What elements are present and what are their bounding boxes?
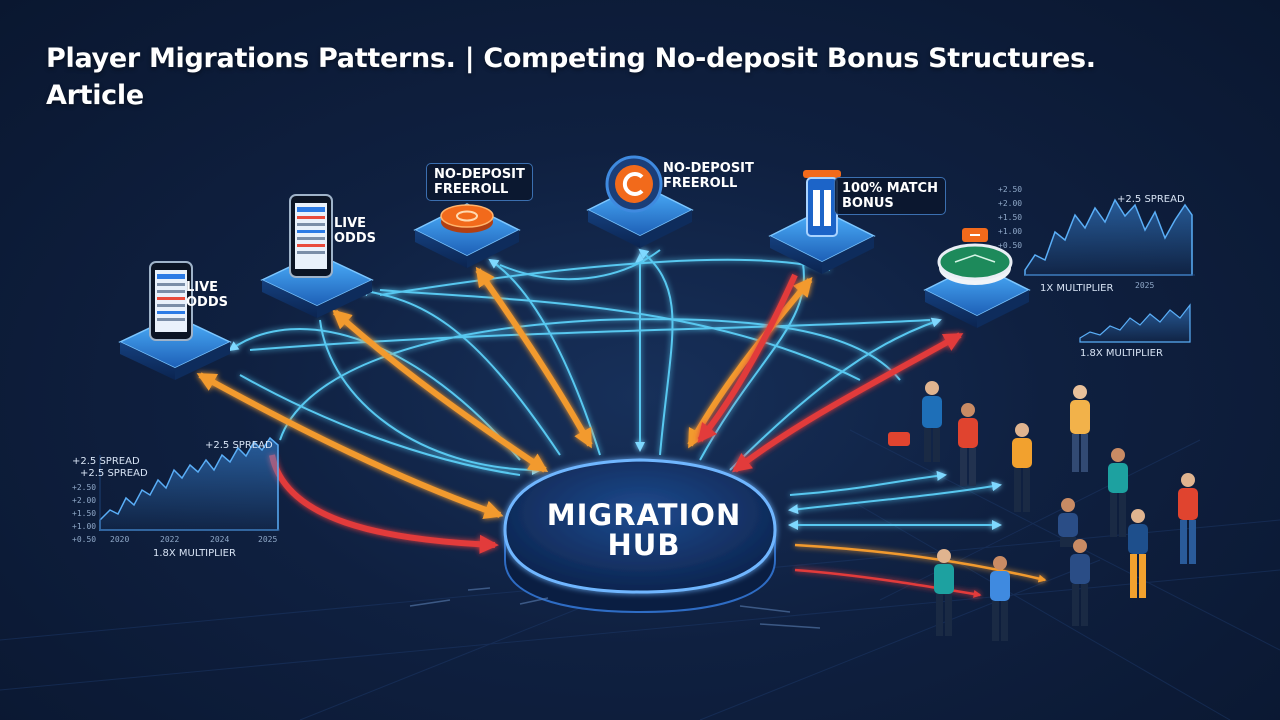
flow-arrows-red xyxy=(269,273,982,598)
flow-arrows-orange xyxy=(196,266,1047,583)
platform-label-live-odds-2: LIVE ODDS xyxy=(334,216,376,246)
players-group xyxy=(888,381,1198,641)
left-chart-tick-3: +1.50 xyxy=(72,509,96,518)
left-chart-bottom-label: 1.8X MULTIPLIER xyxy=(153,548,236,559)
platform-no-deposit-freeroll-1 xyxy=(413,203,521,268)
player-figure xyxy=(1070,385,1090,472)
platform-label-line1: NO-DEPOSIT xyxy=(434,167,525,182)
left-chart-area xyxy=(99,436,279,531)
page-title: Player Migrations Patterns. | Competing … xyxy=(46,40,1166,114)
phone-card-icon xyxy=(888,432,910,446)
platform-label-line2: ODDS xyxy=(334,231,376,246)
player-figure xyxy=(922,381,942,462)
migration-hub: MIGRATION HUB xyxy=(503,458,777,614)
right-chart-tick-3: +1.50 xyxy=(998,213,1022,222)
platform-live-odds-2 xyxy=(260,194,374,318)
platform-label-line1: LIVE xyxy=(186,280,219,295)
right-chart-top-label: +2.5 SPREAD xyxy=(1117,194,1185,205)
left-chart-tick-2: +2.00 xyxy=(72,496,96,505)
player-figure xyxy=(1012,423,1032,512)
left-chart-xtick-2: 2022 xyxy=(160,535,179,544)
title-line-2: Article xyxy=(46,80,144,111)
hub-label-line2: HUB xyxy=(608,528,681,562)
left-chart-xtick-3: 2024 xyxy=(210,535,229,544)
left-chart-xtick-1: 2020 xyxy=(110,535,129,544)
right-spread-chart: +2.5 SPREAD +2.50 +2.00 +1.50 +1.00 +0.5… xyxy=(998,185,1195,359)
floor-decor xyxy=(409,587,821,629)
right-chart-bottom-label: 1.8X MULTIPLIER xyxy=(1080,348,1163,359)
platform-label-no-deposit-freeroll-1: NO-DEPOSIT FREEROLL xyxy=(426,163,533,201)
left-chart-tick-5: +0.50 xyxy=(72,535,96,544)
left-chart-label-1: +2.5 SPREAD xyxy=(72,456,140,467)
left-chart-label-2: +2.5 SPREAD xyxy=(80,468,148,479)
platform-label-100-match-bonus: 100% MATCH BONUS xyxy=(834,177,946,215)
platform-label-no-deposit-freeroll-2: NO-DEPOSIT FREEROLL xyxy=(663,161,754,191)
left-chart-tick-1: +2.50 xyxy=(72,483,96,492)
right-chart-mid-label: 1X MULTIPLIER xyxy=(1040,283,1113,294)
right-chart-tick-5: +0.50 xyxy=(998,241,1022,250)
platform-100-match-bonus xyxy=(768,170,876,274)
platform-label-live-odds-1: LIVE ODDS xyxy=(186,280,228,310)
coin-icon xyxy=(605,155,663,213)
left-chart-top-label: +2.5 SPREAD xyxy=(205,440,273,451)
title-line-1: Player Migrations Patterns. | Competing … xyxy=(46,43,1096,74)
chip-icon xyxy=(440,204,494,233)
player-figure xyxy=(1178,473,1198,564)
player-figure xyxy=(934,549,954,636)
player-figure xyxy=(1128,509,1148,598)
player-figure xyxy=(1058,498,1078,547)
platform-label-line1: 100% MATCH xyxy=(842,181,938,196)
left-chart-tick-4: +1.00 xyxy=(72,522,96,531)
right-chart-tick-4: +1.00 xyxy=(998,227,1022,236)
platform-label-line1: NO-DEPOSIT xyxy=(663,161,754,176)
player-figure xyxy=(1070,539,1090,626)
right-chart-xtick: 2025 xyxy=(1135,281,1154,290)
poker-table-icon xyxy=(937,228,1013,285)
left-chart-xtick-4: 2025 xyxy=(258,535,277,544)
player-figure xyxy=(958,403,978,486)
trophy-icon xyxy=(803,170,841,237)
smartphone-icon xyxy=(149,261,193,341)
platform-live-odds-1 xyxy=(118,261,232,380)
player-figure xyxy=(990,556,1010,641)
right-chart-area xyxy=(1024,198,1193,276)
platform-poker-table xyxy=(923,228,1031,328)
hub-label-line1: MIGRATION xyxy=(547,498,741,532)
right-chart-tick-1: +2.50 xyxy=(998,185,1022,194)
player-figure xyxy=(1108,448,1128,537)
platform-label-line1: LIVE xyxy=(334,216,367,231)
platform-label-line2: BONUS xyxy=(842,196,894,211)
platform-label-line2: ODDS xyxy=(186,295,228,310)
right-chart-tick-2: +2.00 xyxy=(998,199,1022,208)
platform-no-deposit-freeroll-2 xyxy=(586,155,694,248)
left-spread-chart: +2.5 SPREAD +2.5 SPREAD +2.5 SPREAD +2.5… xyxy=(72,436,280,559)
smartphone-icon xyxy=(289,194,333,278)
platform-label-line2: FREEROLL xyxy=(663,176,738,191)
platform-label-line2: FREEROLL xyxy=(434,182,509,197)
right-chart-small-area xyxy=(1079,303,1191,343)
